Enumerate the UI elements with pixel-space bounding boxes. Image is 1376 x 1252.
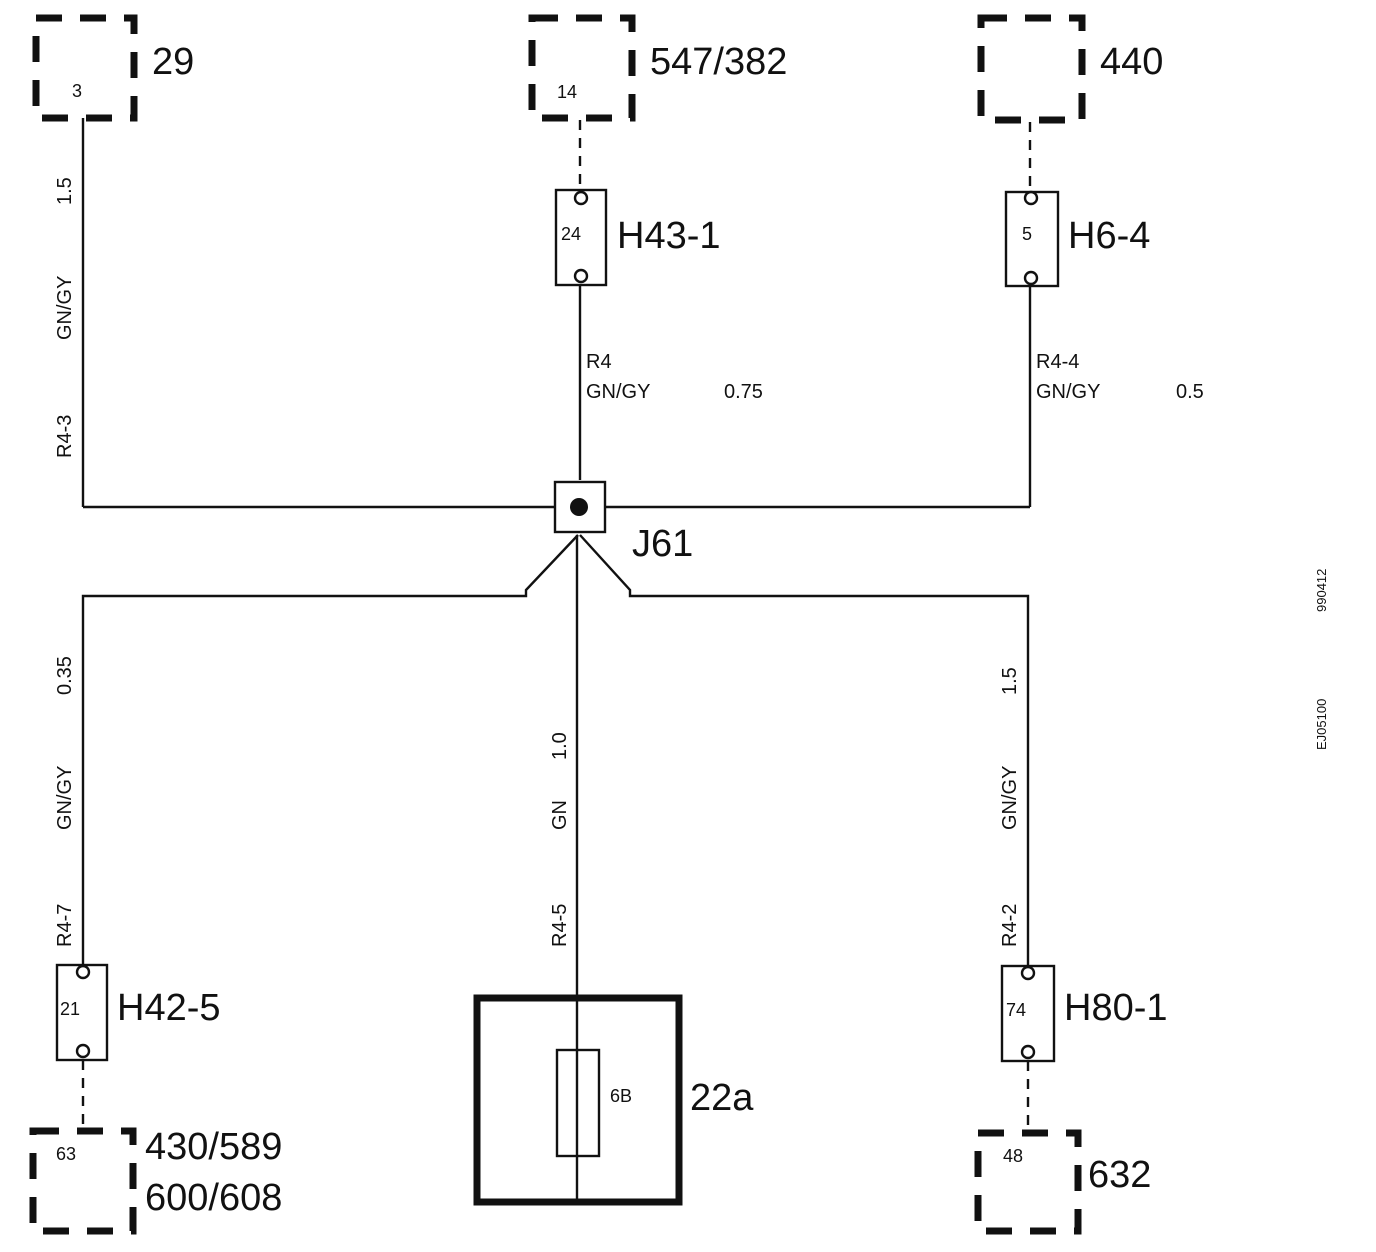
component-632-box [974,1129,1082,1235]
connector-h42-5-pin: 21 [60,999,80,1019]
connector-h80-1[interactable]: 74 H80-1 [1000,964,1168,1063]
side-code-1: 990412 [1314,569,1329,612]
side-code-2: EJ05100 [1314,699,1329,750]
connector-h43-1-body [554,188,608,287]
terminal-icon [1023,270,1039,286]
component-547-382[interactable]: 14 547/382 [528,14,787,122]
component-22a-label: 22a [690,1077,754,1119]
component-22a-box [473,994,683,1206]
wire-r4-2-circuit: R4-2 [999,904,1021,947]
wire-r4-size: 0.75 [724,381,763,403]
component-547-382-box [528,14,636,122]
component-547-382-label: 547/382 [650,41,787,83]
wire-r4-7-color: GN/GY [54,766,76,830]
connector-h42-5-label: H42-5 [117,987,221,1029]
component-632[interactable]: 48 632 [974,1129,1151,1235]
terminal-icon [1020,965,1036,981]
wire-r4-5-color: GN [549,800,571,830]
terminal-icon [1023,190,1039,206]
connector-h6-4-label: H6-4 [1068,215,1150,257]
connector-h80-1-label: H80-1 [1064,987,1168,1029]
component-22a[interactable]: 6B 22a [473,994,754,1206]
component-29-pin: 3 [72,81,82,101]
component-29-box [32,14,138,122]
wire-r4-2-size: 1.5 [999,667,1021,695]
component-430-589-pin: 63 [56,1144,76,1164]
component-440[interactable]: 440 [977,14,1163,124]
component-29-label: 29 [152,41,194,83]
junction-dot-icon [570,498,588,516]
junction-j61[interactable]: J61 [553,480,693,565]
component-430-589-box [29,1127,137,1235]
wire-r4-3-color: GN/GY [54,276,76,340]
component-547-382-pin: 14 [557,82,577,102]
component-440-label: 440 [1100,41,1163,83]
component-430-589-label-2: 600/608 [145,1177,282,1219]
wire-r4-5-circuit: R4-5 [549,904,571,947]
wire-r4-5-size: 1.0 [549,732,571,760]
connector-h42-5[interactable]: 21 H42-5 [55,963,221,1062]
connector-h6-4[interactable]: 5 H6-4 [1004,190,1150,288]
terminal-icon [75,1043,91,1059]
connector-h43-1-label: H43-1 [617,215,721,257]
wire-r4-3-size: 1.5 [54,177,76,205]
wire-r4-2[interactable] [579,534,1030,968]
wire-r4-2-color: GN/GY [999,766,1021,830]
terminal-icon [1020,1044,1036,1060]
connector-h43-1[interactable]: 24 H43-1 [554,188,721,287]
connector-h43-1-pin: 24 [561,224,581,244]
connector-h80-1-pin: 74 [1006,1000,1026,1020]
component-632-pin: 48 [1003,1146,1023,1166]
component-22a-element: 6B [610,1086,632,1106]
component-440-box [977,14,1086,124]
terminal-icon [573,268,589,284]
wire-r4-circuit: R4 [586,351,612,373]
wire-r4-4-circuit: R4-4 [1036,351,1079,373]
component-430-589[interactable]: 63 430/589 600/608 [29,1126,282,1235]
component-430-589-label-1: 430/589 [145,1126,282,1168]
wire-r4-color: GN/GY [586,381,650,403]
wire-r4-4-color: GN/GY [1036,381,1100,403]
component-29[interactable]: 3 29 [32,14,194,122]
wire-r4-4-size: 0.5 [1176,381,1204,403]
wire-r4-3-circuit: R4-3 [54,415,76,458]
terminal-icon [573,190,589,206]
connector-h6-4-pin: 5 [1022,224,1032,244]
wire-r4-7-size: 0.35 [54,656,76,695]
terminal-icon [75,964,91,980]
component-632-label: 632 [1088,1154,1151,1196]
wire-r4-7-circuit: R4-7 [54,904,76,947]
wire-r4-7[interactable] [81,534,579,965]
junction-j61-label: J61 [632,523,693,565]
